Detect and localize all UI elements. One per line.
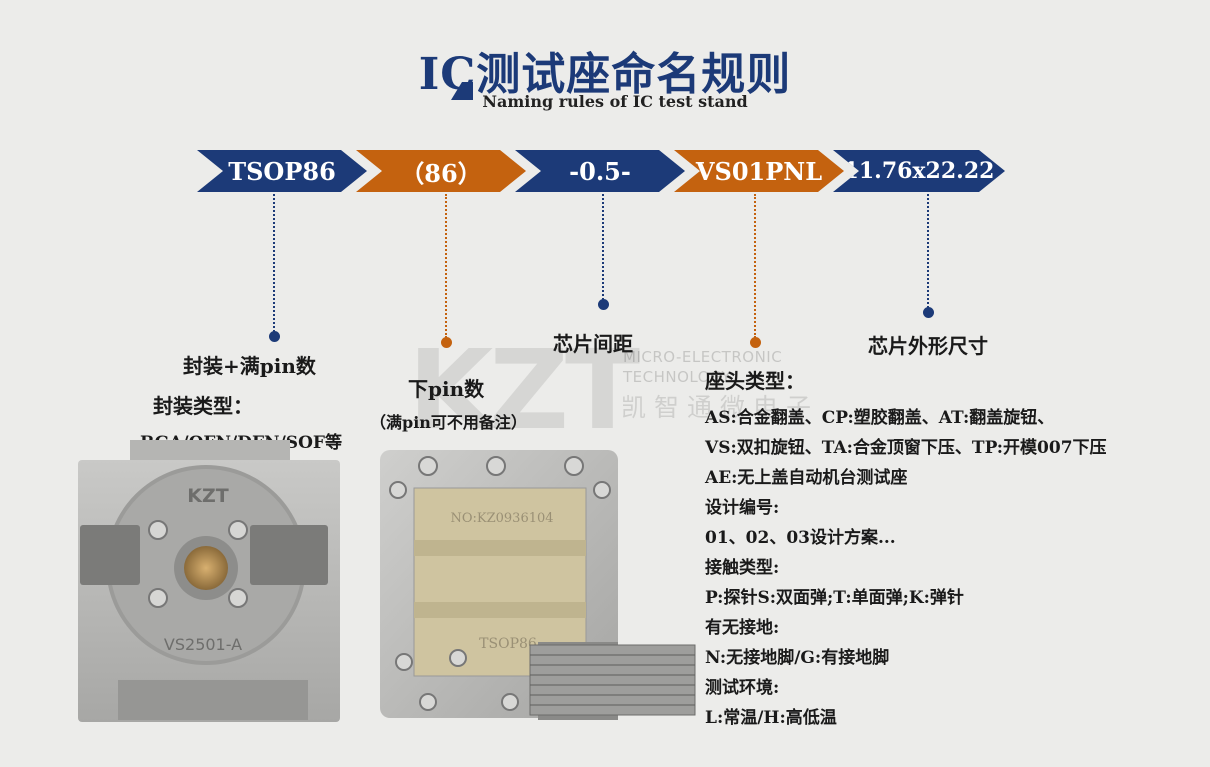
connector-dot bbox=[750, 337, 761, 348]
socket-detail-line: AS:合金翻盖、CP:塑胶翻盖、AT:翻盖旋钮、 bbox=[705, 408, 1055, 428]
page-subtitle: Naming rules of IC test stand bbox=[482, 92, 748, 111]
socket-package-text: TSOP86 bbox=[479, 636, 537, 652]
connector-line bbox=[602, 194, 604, 300]
socket-photo-right: NO:KZ0936104 TSOP86 bbox=[380, 450, 696, 720]
label-size: 芯片外形尺寸 bbox=[868, 334, 988, 358]
connector-line bbox=[445, 194, 447, 338]
segment-package: TSOP86 bbox=[197, 150, 367, 192]
label-pin-note: （满pin可不用备注） bbox=[370, 413, 527, 432]
label-socket-type-title: 座头类型： bbox=[705, 369, 805, 393]
label-package-type-title: 封装类型： bbox=[153, 394, 253, 418]
socket-detail-line: 测试环境: bbox=[705, 678, 780, 698]
connector-dot bbox=[441, 337, 452, 348]
connector-line bbox=[927, 194, 929, 308]
socket-detail-line: N:无接地脚/G:有接地脚 bbox=[705, 648, 890, 668]
connector-dot bbox=[923, 307, 934, 318]
connector-dot bbox=[598, 299, 609, 310]
socket-detail-line: L:常温/H:高低温 bbox=[705, 708, 837, 728]
segment-pin-count: （86） bbox=[356, 150, 526, 192]
title-triangle-icon bbox=[451, 82, 473, 100]
socket-serial-text: NO:KZ0936104 bbox=[450, 511, 553, 526]
socket-logo-text: KZT bbox=[187, 485, 229, 507]
socket-detail-line: 接触类型: bbox=[705, 558, 780, 578]
socket-detail-line: 有无接地: bbox=[705, 618, 780, 638]
segment-pitch: -0.5- bbox=[515, 150, 685, 192]
connector-line bbox=[754, 194, 756, 338]
socket-detail-line: 设计编号: bbox=[705, 498, 780, 518]
socket-model-text: VS2501-A bbox=[164, 635, 242, 654]
label-pitch: 芯片间距 bbox=[553, 332, 633, 356]
watermark-logo: KZT bbox=[408, 326, 640, 454]
connector-line bbox=[273, 194, 275, 332]
watermark-english-1: MICRO-ELECTRONIC bbox=[623, 348, 783, 366]
segment-size: 11.76x22.22 bbox=[833, 150, 1005, 192]
label-package: 封装+满pin数 bbox=[183, 354, 316, 378]
socket-detail-line: P:探针S:双面弹;T:单面弹;K:弹针 bbox=[705, 588, 964, 608]
page-title: IC测试座命名规则 bbox=[418, 49, 792, 100]
segment-socket-type: VS01PNL bbox=[674, 150, 844, 192]
watermark-english-2: TECHNOLOGY bbox=[623, 368, 732, 386]
watermark-chinese: 凯智通微电子 bbox=[621, 393, 820, 422]
label-pin-count: 下pin数 bbox=[408, 377, 485, 401]
connector-dot bbox=[269, 331, 280, 342]
socket-photo-left: KZT VS2501-A bbox=[78, 440, 340, 722]
socket-detail-line: 01、02、03设计方案... bbox=[705, 528, 896, 548]
socket-detail-line: VS:双扣旋钮、TA:合金顶窗下压、TP:开模007下压 bbox=[705, 438, 1107, 458]
socket-detail-line: AE:无上盖自动机台测试座 bbox=[705, 468, 908, 488]
